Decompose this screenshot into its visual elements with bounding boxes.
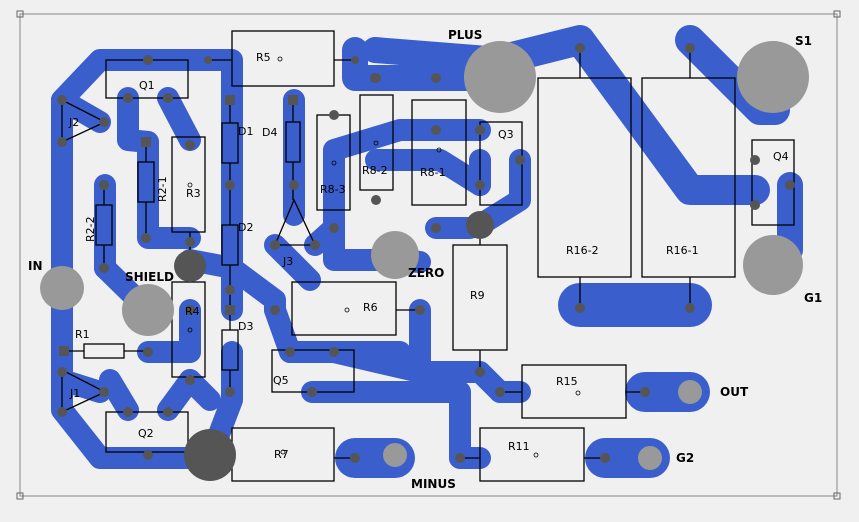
s1-label: S1 — [795, 34, 812, 48]
r6-body — [291, 281, 397, 336]
r2-2-label: R2-2 — [84, 216, 97, 242]
q5-label: Q5 — [273, 374, 289, 387]
r3-label: R3 — [186, 187, 201, 200]
corner-mark — [833, 10, 841, 18]
net-labels: PLUS MINUS ZERO SHIELD IN OUT S1 G1 G2 — [28, 28, 822, 491]
r15-label: R15 — [556, 375, 578, 388]
out-label: OUT — [720, 385, 749, 399]
j1-body — [61, 368, 107, 414]
corner-mark — [16, 492, 24, 500]
r8-1-label: R8-1 — [420, 166, 446, 179]
minus-terminal — [383, 443, 407, 467]
plus-terminal — [464, 41, 536, 113]
r8-1-body — [411, 99, 467, 206]
minus-label: MINUS — [411, 477, 456, 491]
dark-pad — [466, 211, 494, 239]
r1-label: R1 — [75, 328, 90, 341]
j2-label: J2 — [68, 116, 79, 129]
r1-body — [83, 343, 125, 359]
d1-label: D1 — [238, 125, 253, 138]
r9-label: R9 — [470, 289, 485, 302]
corner-mark — [833, 492, 841, 500]
plus-label: PLUS — [448, 28, 482, 42]
g2-label: G2 — [676, 451, 694, 465]
r11-label: R11 — [508, 440, 530, 453]
dark-pad — [174, 250, 206, 282]
r2-1-label: R2-1 — [156, 176, 169, 202]
board-outline — [19, 13, 838, 497]
q3-label: Q3 — [498, 128, 514, 141]
g1-label: G1 — [804, 291, 822, 305]
r16-1-label: R16-1 — [666, 244, 699, 257]
r5-label: R5 — [256, 51, 271, 64]
j1-label: J1 — [69, 387, 80, 400]
dark-pad — [184, 429, 236, 481]
in-terminal — [40, 266, 84, 310]
out-terminal — [678, 380, 702, 404]
r4-label: R4 — [185, 305, 200, 318]
r7-label: R7 — [274, 448, 289, 461]
shield-terminal — [122, 284, 174, 336]
r6-label: R6 — [363, 301, 378, 314]
j2-body — [61, 98, 107, 144]
d2-label: D2 — [238, 221, 253, 234]
g1-terminal — [743, 235, 803, 295]
q2-label: Q2 — [138, 427, 154, 440]
corner-mark — [16, 10, 24, 18]
r15-body — [521, 364, 627, 419]
g2-terminal — [638, 446, 662, 470]
r16-2-label: R16-2 — [566, 244, 599, 257]
r16-1-body — [641, 77, 736, 278]
r8-2-body — [359, 94, 394, 191]
pads — [40, 41, 809, 481]
component-labels: R5 Q1 J2 D1 D4 R3 R8-3 R8-2 R8-1 Q3 Q4 R… — [68, 51, 789, 461]
zero-label: ZERO — [408, 266, 444, 280]
r16-2-body — [537, 77, 632, 278]
zero-terminal — [371, 231, 419, 279]
d4-label: D4 — [262, 126, 277, 139]
r8-2-label: R8-2 — [362, 164, 388, 177]
q1-label: Q1 — [139, 79, 155, 92]
shield-label: SHIELD — [125, 270, 174, 284]
j3-label: J3 — [282, 255, 293, 268]
r3-body — [171, 136, 206, 233]
s1-terminal — [737, 41, 809, 113]
in-label: IN — [28, 259, 43, 273]
j3-body — [274, 198, 317, 246]
r8-3-label: R8-3 — [320, 183, 346, 196]
d3-label: D3 — [238, 320, 253, 333]
q4-label: Q4 — [773, 150, 789, 163]
r11-body — [479, 427, 585, 482]
r5-body — [231, 30, 335, 87]
